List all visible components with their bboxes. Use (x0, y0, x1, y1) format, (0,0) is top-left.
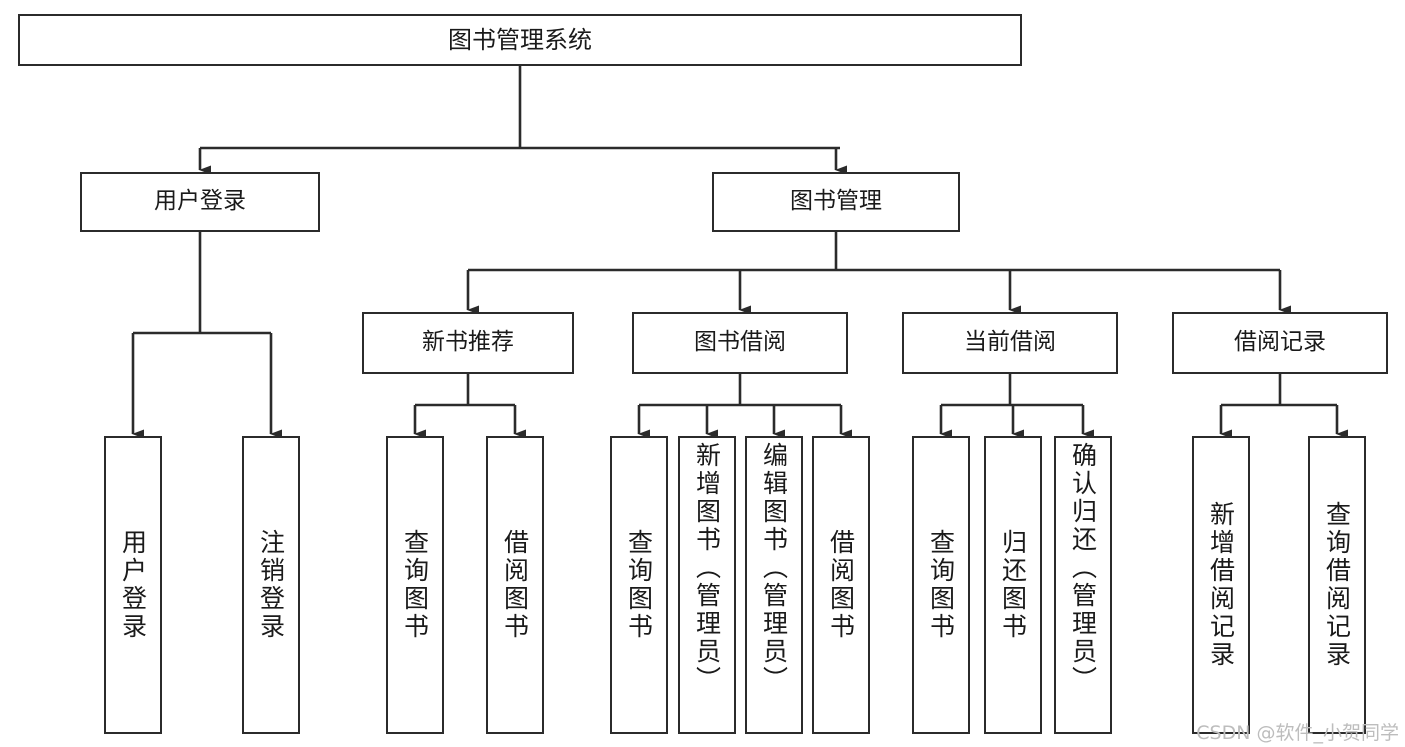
node-user-login-label: 用户登录 (154, 188, 246, 215)
node-leaf-query-book-1[interactable]: 查询图书 (386, 436, 444, 734)
node-leaf-edit-book[interactable]: 编辑图书（管理员） (745, 436, 803, 734)
node-leaf-confirm-return[interactable]: 确认归还（管理员） (1054, 436, 1112, 734)
node-leaf-borrow-book-1-label: 借阅图书 (500, 529, 530, 641)
node-leaf-query-book-3[interactable]: 查询图书 (912, 436, 970, 734)
node-borrow-record[interactable]: 借阅记录 (1172, 312, 1388, 374)
node-leaf-user-login[interactable]: 用户登录 (104, 436, 162, 734)
node-leaf-add-book[interactable]: 新增图书（管理员） (678, 436, 736, 734)
node-leaf-logout[interactable]: 注销登录 (242, 436, 300, 734)
node-leaf-user-login-label: 用户登录 (118, 529, 148, 641)
node-leaf-return-book[interactable]: 归还图书 (984, 436, 1042, 734)
node-leaf-logout-label: 注销登录 (256, 529, 286, 641)
node-new-book-rec[interactable]: 新书推荐 (362, 312, 574, 374)
node-leaf-borrow-book-2[interactable]: 借阅图书 (812, 436, 870, 734)
node-leaf-add-book-label: 新增图书（管理员） (692, 442, 722, 694)
node-book-manage-label: 图书管理 (790, 188, 882, 215)
node-leaf-add-record-label: 新增借阅记录 (1206, 501, 1236, 669)
node-leaf-borrow-book-1[interactable]: 借阅图书 (486, 436, 544, 734)
watermark: CSDN @软件_小贺同学 (1196, 722, 1399, 744)
node-borrow-record-label: 借阅记录 (1234, 329, 1326, 356)
node-current-borrow[interactable]: 当前借阅 (902, 312, 1118, 374)
node-leaf-borrow-book-2-label: 借阅图书 (826, 529, 856, 641)
node-leaf-add-record[interactable]: 新增借阅记录 (1192, 436, 1250, 734)
node-leaf-query-book-1-label: 查询图书 (400, 529, 430, 641)
node-user-login[interactable]: 用户登录 (80, 172, 320, 232)
node-current-borrow-label: 当前借阅 (964, 329, 1056, 356)
node-leaf-confirm-return-label: 确认归还（管理员） (1068, 442, 1098, 694)
node-leaf-return-book-label: 归还图书 (998, 529, 1028, 641)
node-root[interactable]: 图书管理系统 (18, 14, 1022, 66)
node-leaf-query-book-3-label: 查询图书 (926, 529, 956, 641)
node-leaf-edit-book-label: 编辑图书（管理员） (759, 442, 789, 694)
node-leaf-query-record-label: 查询借阅记录 (1322, 501, 1352, 669)
node-book-borrow-label: 图书借阅 (694, 329, 786, 356)
node-root-label: 图书管理系统 (448, 25, 592, 54)
node-new-book-rec-label: 新书推荐 (422, 329, 514, 356)
node-book-manage[interactable]: 图书管理 (712, 172, 960, 232)
node-leaf-query-record[interactable]: 查询借阅记录 (1308, 436, 1366, 734)
node-leaf-query-book-2[interactable]: 查询图书 (610, 436, 668, 734)
node-leaf-query-book-2-label: 查询图书 (624, 529, 654, 641)
node-book-borrow[interactable]: 图书借阅 (632, 312, 848, 374)
